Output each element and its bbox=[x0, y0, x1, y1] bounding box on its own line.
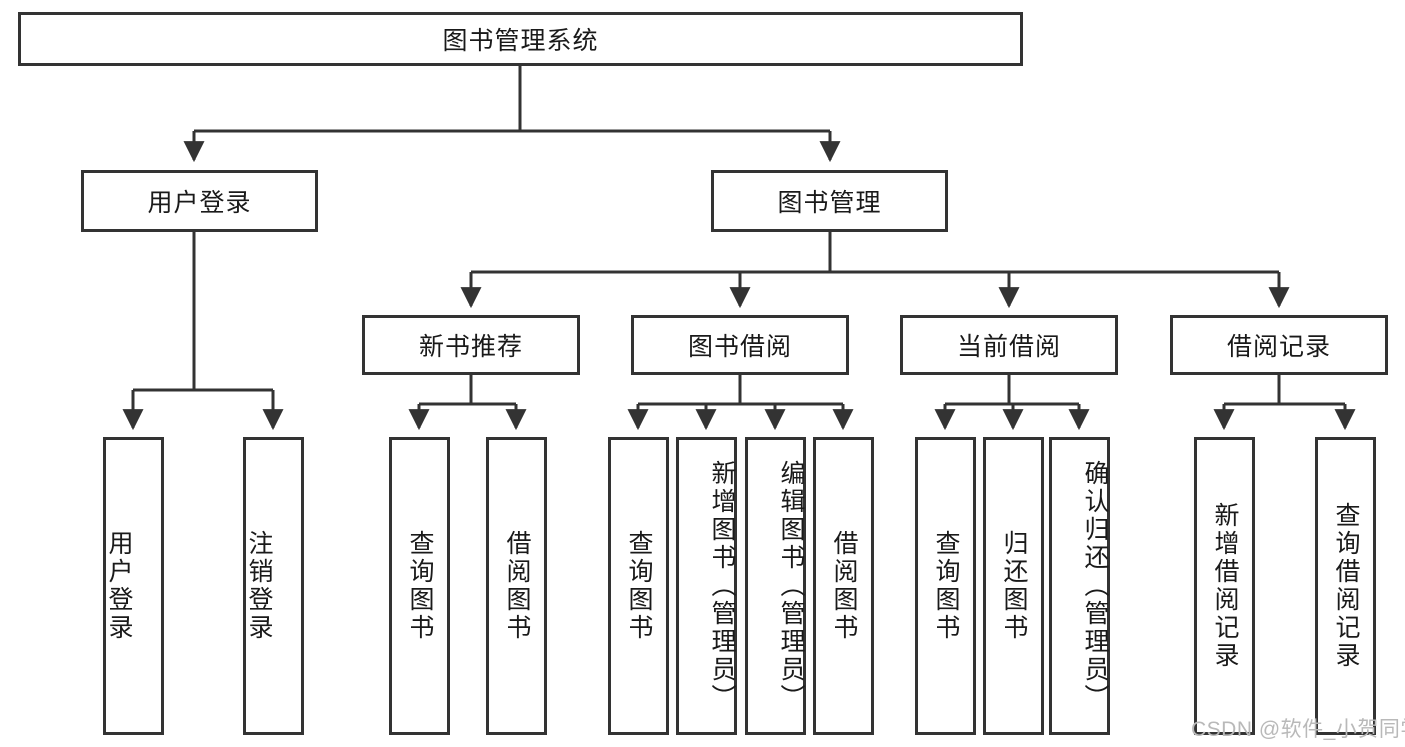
leaf-logout-login[interactable]: 注销登录 bbox=[243, 437, 304, 735]
node-new-book-recommend[interactable]: 新书推荐 bbox=[362, 315, 580, 375]
node-book-management-system[interactable]: 图书管理系统 bbox=[18, 12, 1023, 66]
node-label: 借阅图书 bbox=[830, 530, 858, 642]
watermark-text: CSDN @软件_小贺同学 bbox=[1191, 718, 1405, 741]
node-book-management[interactable]: 图书管理 bbox=[711, 170, 948, 232]
leaf-add-borrow-record[interactable]: 新增借阅记录 bbox=[1194, 437, 1255, 735]
node-borrow-record[interactable]: 借阅记录 bbox=[1170, 315, 1388, 375]
node-label: 查询借阅记录 bbox=[1332, 502, 1360, 670]
leaf-confirm-return-admin[interactable]: 确认归还（管理员） bbox=[1049, 437, 1110, 735]
leaf-edit-book-admin[interactable]: 编辑图书（管理员） bbox=[745, 437, 806, 735]
node-label: 图书管理系统 bbox=[442, 27, 599, 55]
node-user-login[interactable]: 用户登录 bbox=[81, 170, 318, 232]
leaf-query-book-current[interactable]: 查询图书 bbox=[915, 437, 976, 735]
leaf-user-login[interactable]: 用户登录 bbox=[103, 437, 164, 735]
node-label: 用户登录 bbox=[147, 189, 252, 217]
leaf-query-borrow-record[interactable]: 查询借阅记录 bbox=[1315, 437, 1376, 735]
node-label: 确认归还（管理员） bbox=[1081, 460, 1109, 712]
leaf-query-book-borrow[interactable]: 查询图书 bbox=[608, 437, 669, 735]
node-label: 新增借阅记录 bbox=[1211, 502, 1239, 670]
leaf-borrow-book-recommend[interactable]: 借阅图书 bbox=[486, 437, 547, 735]
node-label: 查询图书 bbox=[932, 530, 960, 642]
node-label: 查询图书 bbox=[625, 530, 653, 642]
node-book-borrow[interactable]: 图书借阅 bbox=[631, 315, 849, 375]
node-label: 归还图书 bbox=[1000, 530, 1028, 642]
node-label: 用户登录 bbox=[105, 530, 133, 642]
node-label: 借阅记录 bbox=[1226, 333, 1331, 361]
node-label: 图书管理 bbox=[777, 189, 882, 217]
node-label: 新书推荐 bbox=[418, 333, 523, 361]
leaf-query-book-recommend[interactable]: 查询图书 bbox=[389, 437, 450, 735]
csdn-watermark: CSDN @软件_小贺同学 bbox=[1191, 713, 1405, 743]
leaf-add-book-admin[interactable]: 新增图书（管理员） bbox=[676, 437, 737, 735]
node-label: 查询图书 bbox=[406, 530, 434, 642]
node-label: 借阅图书 bbox=[503, 530, 531, 642]
node-label: 注销登录 bbox=[245, 530, 273, 642]
node-current-borrow[interactable]: 当前借阅 bbox=[900, 315, 1118, 375]
leaf-borrow-book[interactable]: 借阅图书 bbox=[813, 437, 874, 735]
node-label: 图书借阅 bbox=[687, 333, 792, 361]
node-label: 新增图书（管理员） bbox=[708, 460, 736, 712]
leaf-return-book[interactable]: 归还图书 bbox=[983, 437, 1044, 735]
node-label: 编辑图书（管理员） bbox=[777, 460, 805, 712]
node-label: 当前借阅 bbox=[956, 333, 1061, 361]
